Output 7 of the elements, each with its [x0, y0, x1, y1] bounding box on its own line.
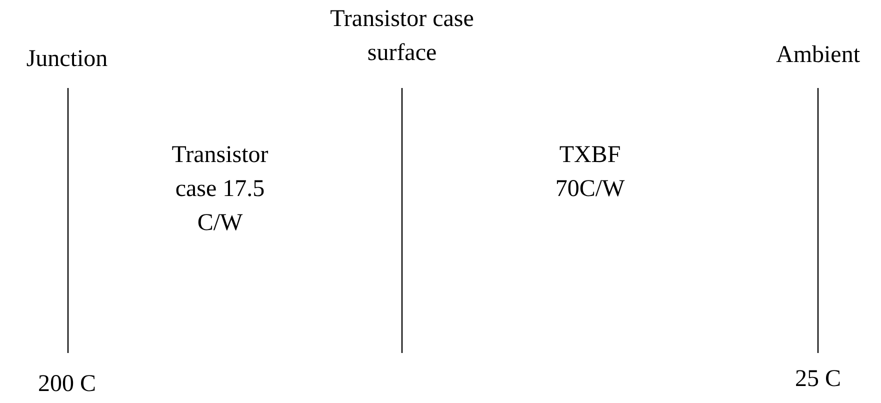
resistance-label: Transistor case 17.5 C/W — [170, 141, 270, 238]
plane-label: Transistor case surface — [329, 5, 475, 68]
plane-label: Ambient — [775, 41, 861, 70]
resistance-label: TXBF 70C/W — [554, 141, 626, 204]
temperature-label: 25 C — [794, 365, 842, 394]
temperature-label: 200 C — [36, 370, 97, 399]
plane-label: Junction — [25, 45, 109, 74]
